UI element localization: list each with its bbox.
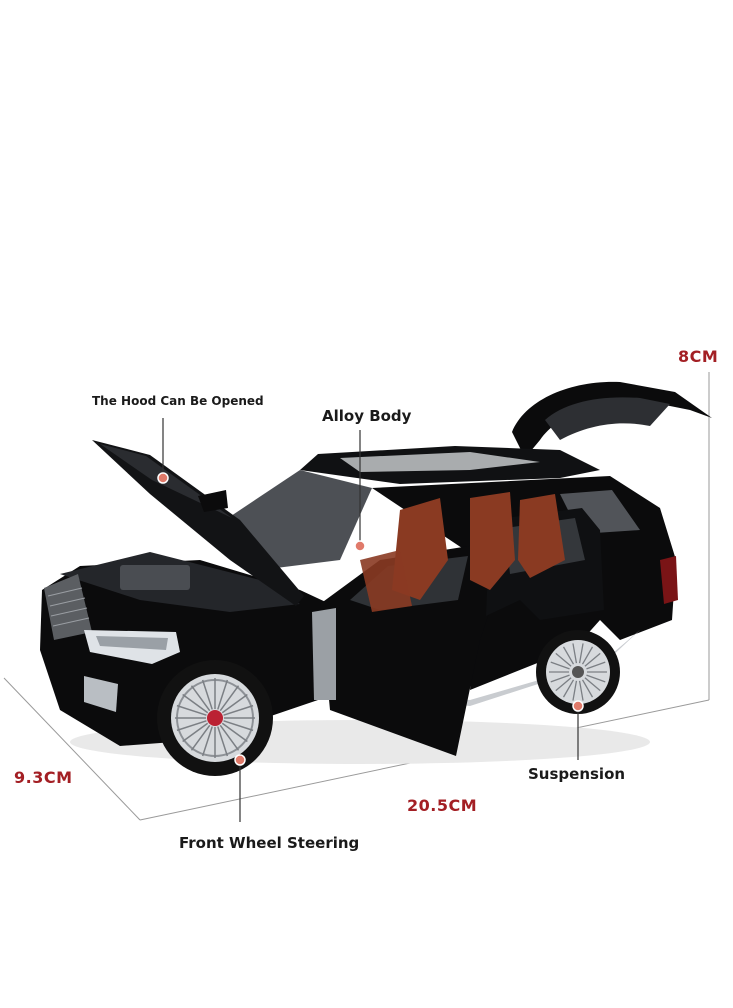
label-alloy-body: Alloy Body — [322, 407, 412, 425]
callout-leaders — [162, 418, 579, 822]
dimension-length: 20.5CM — [407, 796, 478, 815]
rear-wheel — [536, 630, 620, 714]
tailgate — [512, 381, 712, 458]
label-front-wheel-steering: Front Wheel Steering — [179, 834, 360, 852]
front-wheel — [157, 660, 273, 776]
dimension-width: 9.3CM — [14, 768, 73, 787]
interior-seats — [360, 492, 565, 612]
dimension-height: 8CM — [678, 347, 719, 366]
side-mirror — [198, 490, 228, 512]
label-hood: The Hood Can Be Opened — [92, 394, 264, 408]
label-suspension: Suspension — [528, 765, 626, 783]
callout-dots — [157, 472, 584, 766]
